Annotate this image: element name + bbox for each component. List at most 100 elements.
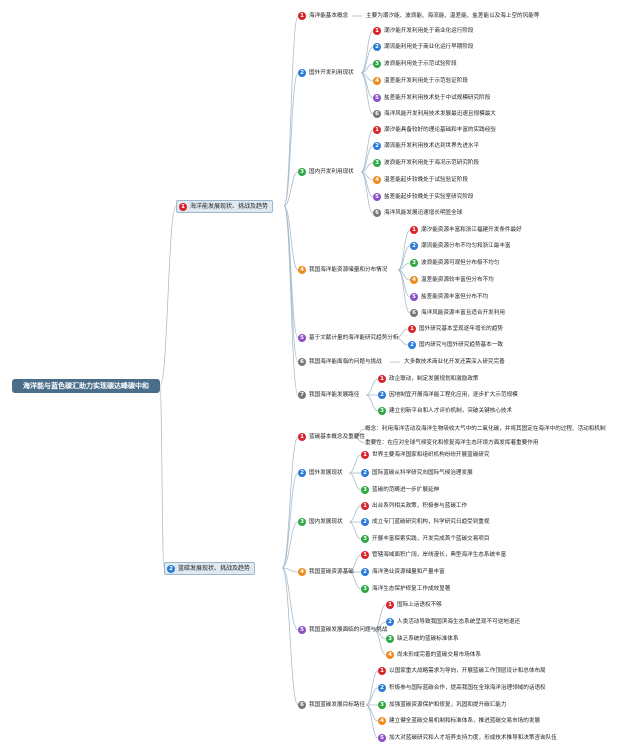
number-badge-icon: 1 bbox=[298, 12, 306, 20]
leaf-topic-label: 海洋风能资源丰富且适合开发利用 bbox=[421, 310, 505, 316]
number-badge-icon: 1 bbox=[408, 325, 416, 333]
leaf-topic-label: 重要性：在应对全球气候变化和修复海洋生态环境方面发挥着重要作用 bbox=[365, 440, 539, 446]
leaf-topic-label: 波浪能利用处于示范试验阶段 bbox=[384, 61, 457, 67]
subtopic-label: 国外开发利用现状 bbox=[309, 70, 354, 76]
leaf-topic-label: 潮汐能开发利用处于商业化运行阶段 bbox=[384, 28, 474, 34]
number-badge-icon: 2 bbox=[298, 469, 306, 477]
number-badge-icon: 6 bbox=[298, 358, 306, 366]
number-badge-icon: 2 bbox=[378, 391, 386, 399]
number-badge-icon: 1 bbox=[373, 126, 381, 134]
leaf-topic-label: 以国家重大战略需求为导向，开展蓝碳工作顶层设计和总体布局 bbox=[389, 668, 546, 674]
leaf-topic-label: 政企联动，制定发展规划和激励政策 bbox=[389, 376, 479, 382]
subtopic-label: 我国蓝碳资源基础 bbox=[309, 569, 354, 575]
leaf-topic-label: 国内研究与国外研究趋势基本一致 bbox=[419, 342, 503, 348]
branch-topic-label: 海洋能发展现状、挑战及趋势 bbox=[190, 203, 269, 210]
number-badge-icon: 1 bbox=[378, 375, 386, 383]
leaf-topic-label: 加大对蓝碳研究和人才培养支持力度，形成技术推导和决策咨询队伍 bbox=[389, 735, 557, 741]
subtopic-label: 蓝碳基本概念及重要性 bbox=[309, 434, 365, 440]
number-badge-icon: 2 bbox=[361, 469, 369, 477]
leaf-topic-label: 世界主要海洋国家和组织机构纷纷开展蓝碳研究 bbox=[372, 452, 490, 458]
leaf-topic-label: 建立创新平台和人才评价机制，突破关键核心技术 bbox=[389, 408, 513, 414]
number-badge-icon: 2 bbox=[373, 43, 381, 51]
leaf-topic-label: 潮流能资源分布不均匀和浙江最丰富 bbox=[421, 243, 511, 249]
leaf-topic-label: 国外研究基本呈现逐年增长的趋势 bbox=[419, 326, 503, 332]
number-badge-icon: 1 bbox=[361, 451, 369, 459]
number-badge-icon: 3 bbox=[410, 259, 418, 267]
number-badge-icon: 5 bbox=[378, 734, 386, 742]
number-badge-icon: 4 bbox=[298, 266, 306, 274]
number-badge-icon: 3 bbox=[361, 585, 369, 593]
leaf-topic-label: 尚未形成完善的蓝碳交易市场体系 bbox=[397, 652, 481, 658]
subtopic-label: 我国海洋能面临的问题与挑战 bbox=[309, 359, 382, 365]
number-badge-icon: 4 bbox=[410, 276, 418, 284]
leaf-topic-label: 温差能开发利用处于示范验证阶段 bbox=[384, 78, 468, 84]
branch-topic-label: 蓝碳发展现状、挑战及趋势 bbox=[178, 565, 251, 572]
subtopic-label: 国内开发利用现状 bbox=[309, 169, 354, 175]
number-badge-icon: 4 bbox=[298, 568, 306, 576]
number-badge-icon: 6 bbox=[373, 110, 381, 118]
leaf-topic-label: 潮流能开发利用技术达到世界先进水平 bbox=[384, 143, 480, 149]
leaf-topic-label: 国际上话语权不够 bbox=[397, 602, 442, 608]
leaf-topic-label: 海洋风能开发利用技术发展最迅速且规模最大 bbox=[384, 111, 496, 117]
leaf-topic-label: 海洋渔业资源储量和产量丰富 bbox=[372, 569, 445, 575]
number-badge-icon: 3 bbox=[386, 635, 394, 643]
number-badge-icon: 3 bbox=[361, 486, 369, 494]
leaf-topic-label: 潮汐能资源丰富和浙江福建开发条件最好 bbox=[421, 227, 522, 233]
number-badge-icon: 4 bbox=[386, 651, 394, 659]
leaf-topic-label: 成立专门蓝碳研究机构，科学研究日趋受到重视 bbox=[372, 519, 490, 525]
root-topic: 海洋能与蓝色碳汇助力实现碳达峰碳中和 bbox=[12, 379, 160, 393]
number-badge-icon: 1 bbox=[361, 502, 369, 510]
number-badge-icon: 5 bbox=[410, 293, 418, 301]
number-badge-icon: 2 bbox=[386, 618, 394, 626]
number-badge-icon: 4 bbox=[378, 717, 386, 725]
number-badge-icon: 3 bbox=[378, 701, 386, 709]
number-badge-icon: 2 bbox=[167, 564, 175, 573]
leaf-topic-label: 出台系列相关政策，积极参与蓝碳工作 bbox=[372, 503, 468, 509]
subtopic-note: 主要为潮汐能、波浪能、海流能、温差能、盐差能以及海上空的风能等 bbox=[366, 13, 540, 19]
number-badge-icon: 2 bbox=[298, 69, 306, 77]
leaf-topic-label: 积极参与国际蓝碳合作，提高我国在全球海洋治理领域的话语权 bbox=[389, 685, 546, 691]
leaf-topic-label: 加强蓝碳资源保护和修复，巩固和提升碳汇能力 bbox=[389, 702, 507, 708]
number-badge-icon: 5 bbox=[373, 193, 381, 201]
leaf-topic-label: 潮汐能具备较好的理论基础和丰富的实践经验 bbox=[384, 127, 496, 133]
number-badge-icon: 1 bbox=[373, 27, 381, 35]
leaf-topic-label: 因地制宜开展海洋能工程化应用，逐步扩大示范规模 bbox=[389, 392, 518, 398]
